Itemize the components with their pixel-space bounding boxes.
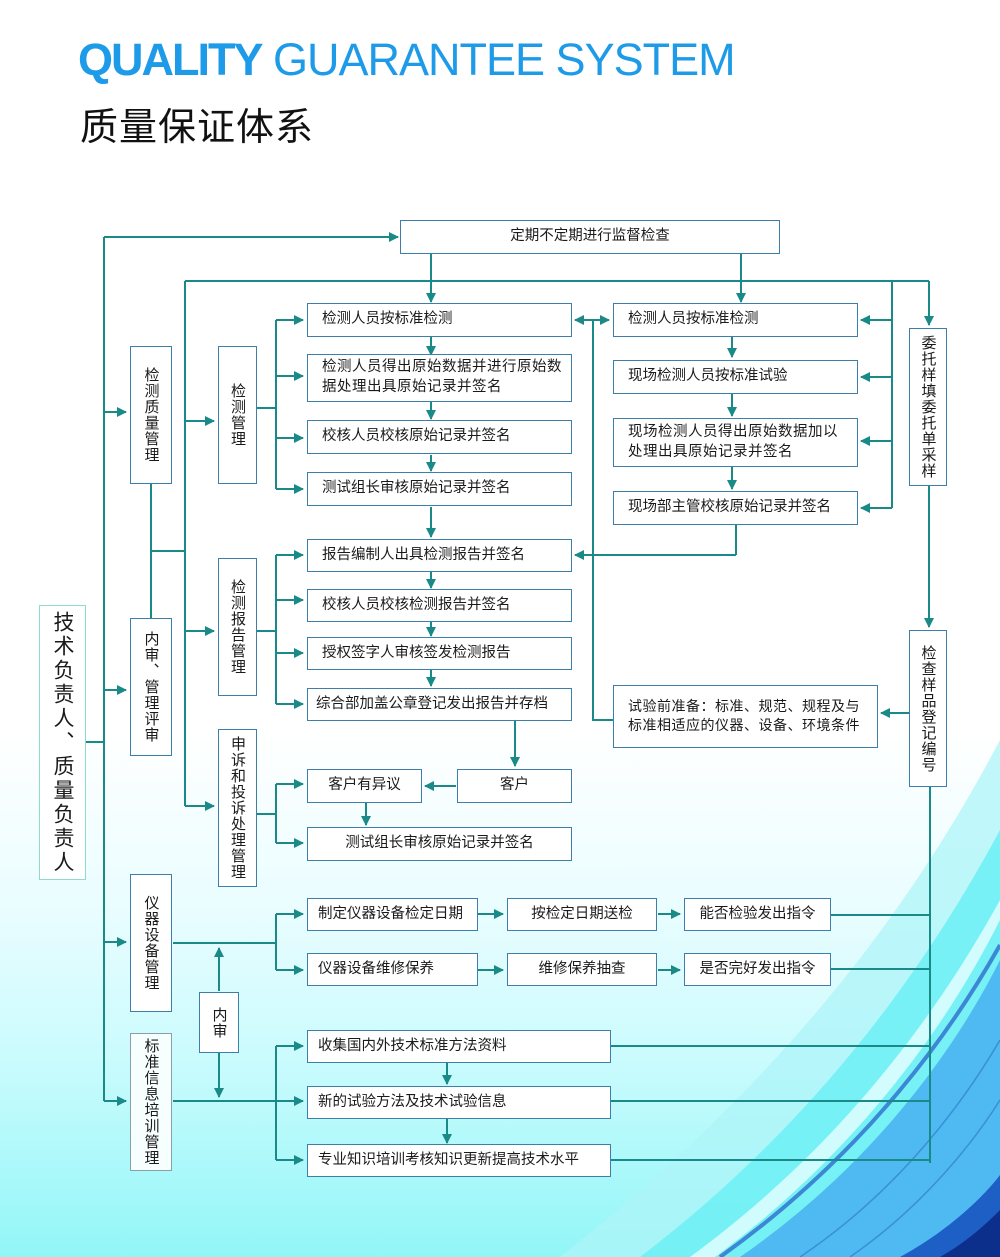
root-responsible-box[interactable]: 技术负责人、质量负责人: [39, 605, 86, 880]
customer-box[interactable]: 客户: [457, 769, 572, 803]
equipment-row1-step-3[interactable]: 能否检验发出指令: [684, 898, 831, 931]
line-equipment-branch: [173, 914, 277, 970]
line-prep-link: [592, 320, 613, 721]
field-step-4[interactable]: 现场部主管校核原始记录并签名: [613, 491, 858, 525]
equipment-row2-step-1[interactable]: 仪器设备维修保养: [307, 953, 478, 986]
title-light-words: GUARANTEE SYSTEM: [273, 34, 736, 85]
equipment-row1-step-1[interactable]: 制定仪器设备检定日期: [307, 898, 478, 931]
line-testing-branch: [257, 320, 277, 489]
testing-step-2[interactable]: 检测人员得出原始数据并进行原始数据处理出具原始记录并签名: [307, 354, 572, 402]
training-step-1[interactable]: 收集国内外技术标准方法资料: [307, 1030, 611, 1063]
equipment-row1-step-2[interactable]: 按检定日期送检: [507, 898, 657, 931]
report-step-3[interactable]: 授权签字人审核签发检测报告: [307, 637, 572, 670]
swoosh-thin-2: [849, 1099, 1000, 1257]
standard-training-box[interactable]: 标准信息培训管理: [130, 1033, 172, 1171]
line-training-branch: [173, 1046, 277, 1160]
field-step-1[interactable]: 检测人员按标准检测: [613, 303, 858, 337]
swoosh-darkest: [940, 1210, 1000, 1257]
equipment-row2-step-2[interactable]: 维修保养抽查: [507, 953, 657, 986]
internal-review-box[interactable]: 内审、管理评审: [130, 618, 172, 756]
report-step-4[interactable]: 综合部加盖公章登记发出报告并存档: [307, 688, 572, 721]
testing-step-1[interactable]: 检测人员按标准检测: [307, 303, 572, 337]
training-step-2[interactable]: 新的试验方法及技术试验信息: [307, 1086, 611, 1119]
line-report-branch: [257, 555, 277, 704]
customer-objection-box[interactable]: 客户有异议: [307, 769, 422, 803]
swoosh-thin-1: [799, 1039, 1000, 1257]
testing-mgmt-box[interactable]: 检测管理: [218, 346, 257, 484]
equipment-mgmt-box[interactable]: 仪器设备管理: [130, 874, 172, 1012]
sample-register-box[interactable]: 检查样品登记编号: [909, 630, 947, 787]
line-complaint-branch: [257, 784, 277, 843]
testing-step-4[interactable]: 测试组长审核原始记录并签名: [307, 472, 572, 506]
quality-mgmt-box[interactable]: 检测质量管理: [130, 346, 172, 484]
page-title-chinese: 质量保证体系: [80, 105, 315, 149]
report-step-2[interactable]: 校核人员校核检测报告并签名: [307, 589, 572, 622]
swoosh-blue-line: [718, 944, 1000, 1257]
report-step-1[interactable]: 报告编制人出具检测报告并签名: [307, 539, 572, 572]
equipment-row2-step-3[interactable]: 是否完好发出指令: [684, 953, 831, 986]
test-preparation-box[interactable]: 试验前准备：标准、规范、规程及与标准相适应的仪器、设备、环境条件: [613, 685, 878, 748]
complaint-review-box[interactable]: 测试组长审核原始记录并签名: [307, 827, 572, 861]
testing-step-3[interactable]: 校核人员校核原始记录并签名: [307, 420, 572, 454]
complaint-mgmt-box[interactable]: 申诉和投诉处理管理: [218, 729, 257, 887]
title-bold-word: QUALITY: [78, 34, 263, 85]
training-step-3[interactable]: 专业知识培训考核知识更新提高技术水平: [307, 1144, 611, 1177]
report-mgmt-box[interactable]: 检测报告管理: [218, 558, 257, 696]
inner-audit-box[interactable]: 内审: [199, 992, 239, 1053]
supervision-box[interactable]: 定期不定期进行监督检查: [400, 220, 780, 254]
field-step-3[interactable]: 现场检测人员得出原始数据加以处理出具原始记录并签名: [613, 418, 858, 467]
commission-sample-box[interactable]: 委托样填委托单采样: [909, 328, 947, 486]
page-title-english: QUALITY GUARANTEE SYSTEM: [78, 34, 736, 86]
field-step-2[interactable]: 现场检测人员按标准试验: [613, 360, 858, 394]
